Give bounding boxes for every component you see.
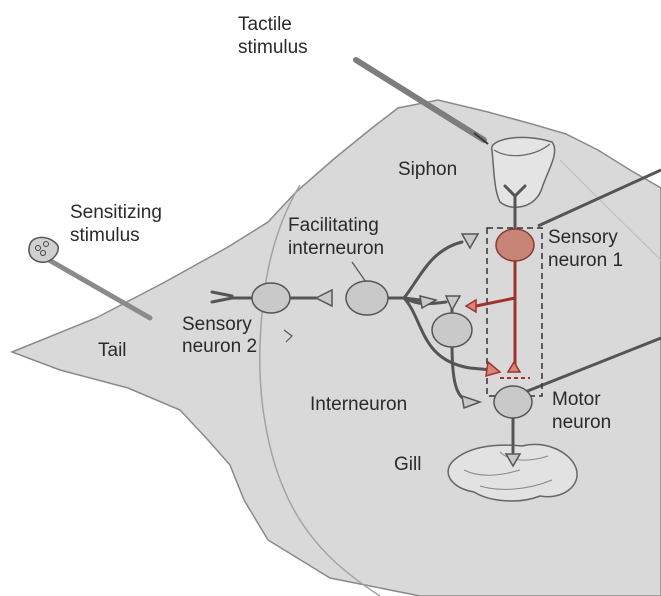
sensory-neuron-1-cell (496, 229, 534, 261)
gill-label: Gill (394, 454, 421, 475)
siphon-label: Siphon (398, 159, 457, 180)
electrode-head (29, 237, 58, 262)
interneuron-label: Interneuron (310, 394, 407, 415)
motor-neuron-cell (494, 386, 532, 418)
tail-label: Tail (98, 340, 127, 361)
tactile-stimulus-label: Tactile stimulus (238, 14, 308, 58)
facilitating-interneuron-cell (346, 281, 388, 315)
sensory-neuron-2-cell (252, 283, 290, 313)
sensory-neuron-2-label: Sensory neuron 2 (182, 314, 257, 357)
sensitizing-electrode-icon (42, 256, 150, 318)
sensitizing-stimulus-label: Sensitizing stimulus (70, 202, 167, 246)
interneuron-cell (432, 313, 472, 347)
